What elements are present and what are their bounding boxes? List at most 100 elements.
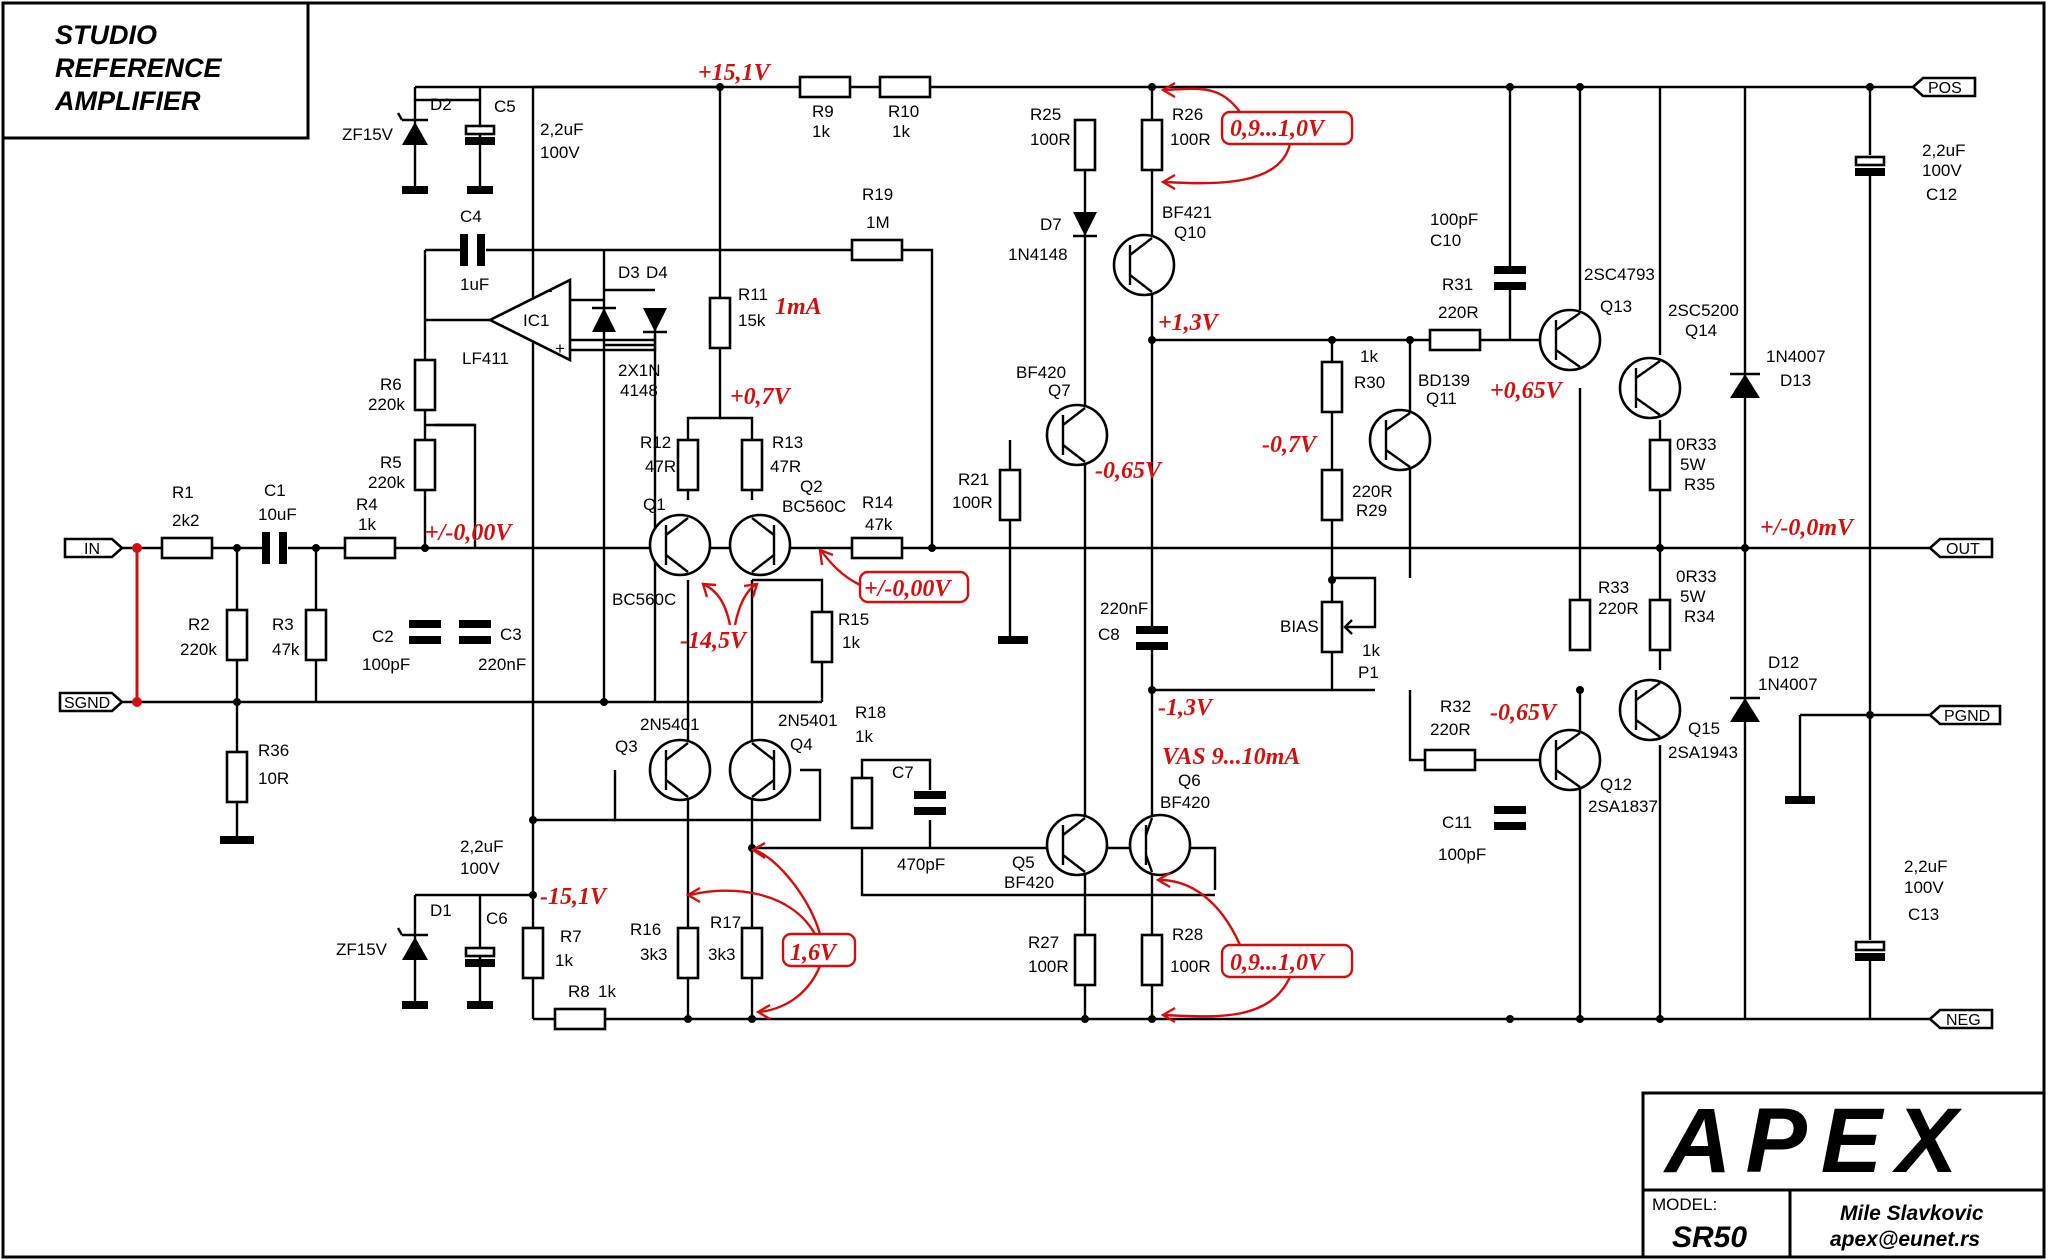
- label-q14-ref: Q14: [1685, 321, 1717, 340]
- label-d4-ref: D4: [646, 263, 668, 282]
- port-sgnd-label: SGND: [64, 695, 110, 712]
- label-c2-val: 100pF: [362, 655, 410, 674]
- annotation-output-dc: +/-0,0mV: [1760, 515, 1855, 541]
- port-pgnd-label: PGND: [1944, 708, 1990, 725]
- annotation-neg-rail: -15,1V: [540, 884, 608, 910]
- label-r28-ref: R28: [1172, 925, 1203, 944]
- label-r35-val2: 5W: [1680, 455, 1706, 474]
- resistor-r11: [708, 296, 732, 350]
- model-label: MODEL:: [1652, 1195, 1717, 1214]
- label-c7-ref: C7: [892, 763, 914, 782]
- label-r35-val1: 0R33: [1676, 435, 1717, 454]
- label-p1-name: BIAS: [1280, 617, 1319, 636]
- transistors: [648, 233, 1682, 877]
- annotation-vas-current: VAS 9...10mA: [1162, 744, 1300, 770]
- label-d2-val: ZF15V: [342, 125, 394, 144]
- label-q2-ref: Q2: [800, 477, 823, 496]
- label-r26-val: 100R: [1170, 130, 1211, 149]
- author-name: Mile Slavkovic: [1840, 1202, 1984, 1225]
- label-c1-ref: C1: [264, 481, 286, 500]
- jumper-dot-top: [132, 543, 142, 553]
- label-d12-ref: D12: [1768, 653, 1799, 672]
- label-c5-ref: C5: [494, 97, 516, 116]
- author-email: apex@eunet.rs: [1830, 1228, 1980, 1251]
- label-q6-val: BF420: [1160, 793, 1210, 812]
- resistor-r28: [1140, 933, 1164, 987]
- label-r26-ref: R26: [1172, 105, 1203, 124]
- label-r18-ref: R18: [855, 703, 886, 722]
- label-c5-val1: 2,2uF: [540, 120, 583, 139]
- annotation-r26-box: [1220, 110, 1354, 146]
- label-d3-ref: D3: [618, 263, 640, 282]
- resistor-r4: [343, 536, 397, 560]
- label-r2-ref: R2: [188, 615, 210, 634]
- annotation-feedback-dc-box: [858, 570, 970, 604]
- resistor-r35: [1648, 438, 1672, 492]
- label-r10-ref: R10: [888, 102, 919, 121]
- label-c7-val: 470pF: [897, 855, 945, 874]
- label-r12-ref: R12: [640, 433, 671, 452]
- capacitors: [262, 155, 1886, 961]
- label-q7-val: BF420: [1016, 363, 1066, 382]
- label-r5-val: 220k: [368, 473, 405, 492]
- label-c3-ref: C3: [500, 625, 522, 644]
- potentiometer-p1: [1320, 600, 1344, 654]
- resistor-r2: [225, 608, 249, 662]
- label-c6-val2: 100V: [460, 859, 500, 878]
- title-line-1: STUDIO: [55, 20, 157, 50]
- label-c12-val1: 2,2uF: [1922, 141, 1965, 160]
- label-c4-ref: C4: [460, 207, 482, 226]
- voltage-annotations: +15,1V -15,1V 1mA +0,7V +/-0,00V +/-0,00…: [425, 60, 1855, 979]
- port-in: [63, 537, 124, 559]
- label-r6-ref: R6: [380, 375, 402, 394]
- title-block: APEX MODEL: SR50 Mile Slavkovic apex@eun…: [1641, 1090, 2046, 1259]
- resistor-r31: [1428, 328, 1482, 352]
- label-r19-ref: R19: [862, 185, 893, 204]
- label-c11-ref: C11: [1442, 813, 1472, 832]
- label-d1-ref: D1: [430, 901, 452, 920]
- label-ic1-ref: IC1: [523, 311, 549, 330]
- label-q2-val: BC560C: [782, 497, 846, 516]
- label-r16-ref: R16: [630, 920, 661, 939]
- resistor-r33: [1568, 598, 1592, 652]
- annotation-q11: -0,7V: [1262, 432, 1318, 458]
- label-q10-ref: Q10: [1174, 223, 1206, 242]
- label-q4-ref: Q4: [790, 735, 813, 754]
- label-c10-ref: C10: [1430, 231, 1461, 250]
- label-d2-ref: D2: [430, 95, 452, 114]
- label-r34-ref: R34: [1684, 607, 1715, 626]
- label-r32-ref: R32: [1440, 697, 1471, 716]
- resistor-r26: [1140, 118, 1164, 172]
- resistor-r3: [304, 608, 328, 662]
- label-r5-ref: R5: [380, 453, 402, 472]
- label-q3-val: 2N5401: [640, 715, 700, 734]
- label-c8-val: 220nF: [1100, 599, 1148, 618]
- label-r27-ref: R27: [1028, 933, 1059, 952]
- label-r31-val: 220R: [1438, 303, 1479, 322]
- resistor-r7: [521, 926, 545, 980]
- label-d3d4-val2: 4148: [620, 381, 658, 400]
- resistor-r6: [413, 358, 437, 412]
- resistor-r21: [998, 468, 1022, 522]
- annotation-arrows: [685, 81, 1292, 1024]
- label-r1-ref: R1: [172, 483, 194, 502]
- label-r4-ref: R4: [356, 495, 378, 514]
- annotation-q13: +0,65V: [1490, 378, 1564, 404]
- label-q14-val: 2SC5200: [1668, 301, 1739, 320]
- label-c6-val1: 2,2uF: [460, 837, 503, 856]
- resistor-r16: [676, 926, 700, 980]
- port-pos: [1911, 76, 1977, 98]
- title-line-3: AMPLIFIER: [54, 86, 201, 116]
- label-q1-ref: Q1: [643, 495, 666, 514]
- component-labels: R1 2k2 R2 220k R3 47k R4 1k R5 220k R6 2…: [172, 95, 1965, 1001]
- label-d13-ref: D13: [1780, 371, 1811, 390]
- label-q10-val: BF421: [1162, 203, 1212, 222]
- label-r21-val: 100R: [952, 493, 993, 512]
- label-r10-val: 1k: [892, 122, 910, 141]
- label-c1-val: 10uF: [258, 505, 297, 524]
- port-neg: [1928, 1008, 1994, 1030]
- label-q15-val: 2SA1943: [1668, 743, 1738, 762]
- label-c12-ref: C12: [1926, 185, 1957, 204]
